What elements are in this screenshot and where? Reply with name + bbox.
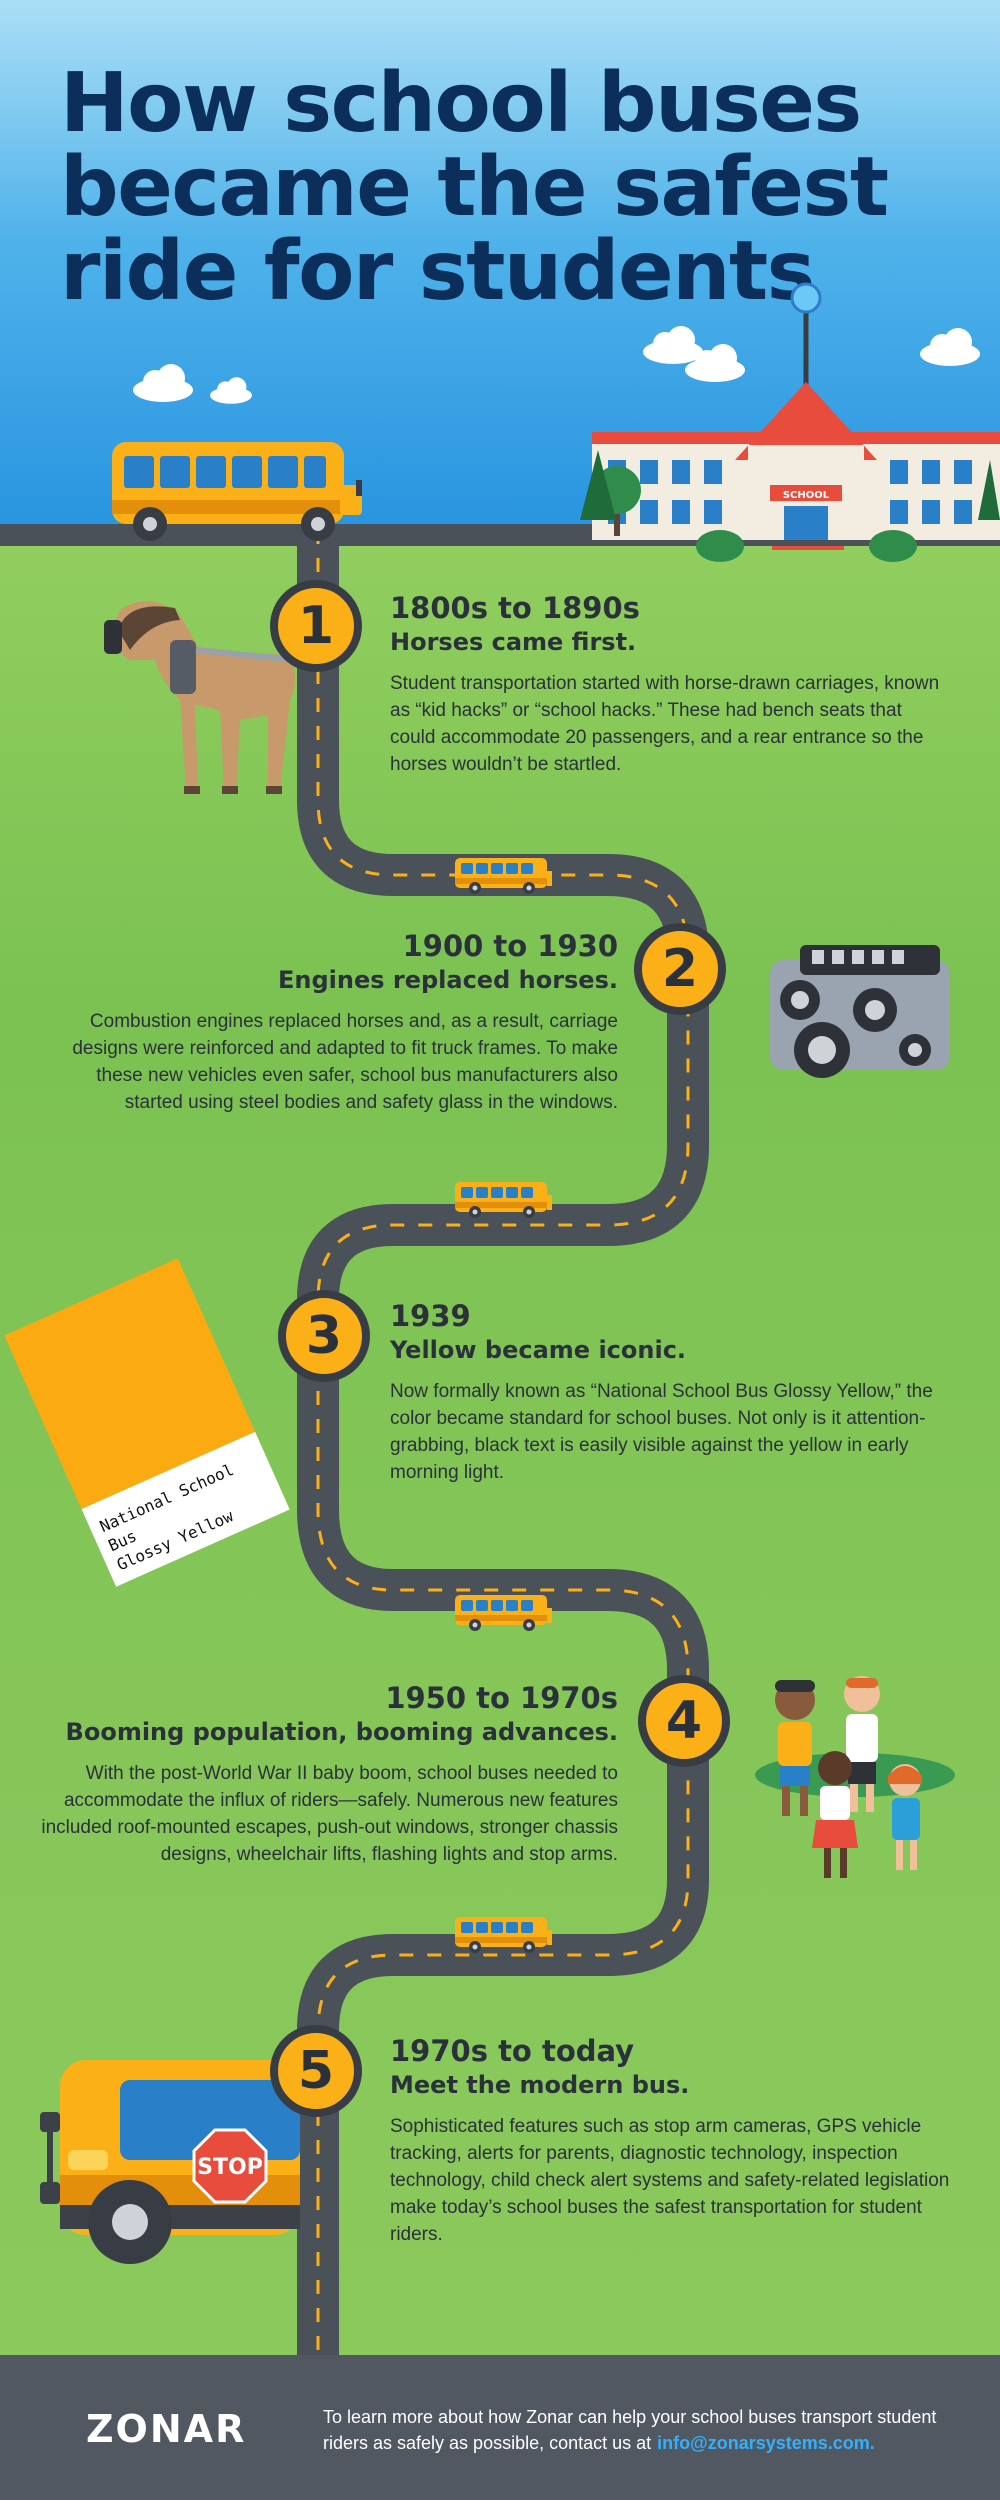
step-5-badge: 5: [270, 2025, 362, 2117]
zonar-logo-icon[interactable]: ZONAR: [86, 2407, 246, 2451]
step-3-title: Yellow became iconic.: [390, 1336, 687, 1364]
top-bus-icon: [112, 442, 362, 541]
step-4-body: With the post-World War II baby boom, sc…: [41, 1763, 618, 1865]
step-1-title: Horses came first.: [390, 628, 637, 656]
step-4-title: Booming population, booming advances.: [65, 1718, 618, 1746]
step-4: 1950 to 1970s Booming population, boomin…: [40, 1680, 618, 1868]
footer-text: To learn more about how Zonar can help y…: [323, 2404, 963, 2456]
cloud-icon: [210, 377, 252, 404]
cloud-icon: [133, 364, 193, 402]
footer: [0, 2355, 1000, 2500]
cloud-icon: [643, 326, 703, 364]
headline-line-3: ride for students: [60, 224, 815, 319]
step-4-badge: 4: [638, 1675, 730, 1767]
step-3-years: 1939: [390, 1299, 471, 1333]
step-1-body: Student transportation started with hors…: [390, 673, 940, 775]
bus-icon: [455, 1595, 552, 1631]
horse-icon: [104, 601, 297, 794]
stop-sign-text: STOP: [197, 2155, 263, 2180]
step-2-title: Engines replaced horses.: [277, 966, 618, 994]
step-5-title: Meet the modern bus.: [390, 2071, 690, 2099]
headline-line-2: became the safest: [60, 140, 889, 235]
step-2-badge: 2: [634, 923, 726, 1015]
headline: How school buses became the safest ride …: [60, 62, 920, 314]
step-1-years: 1800s to 1890s: [390, 591, 640, 625]
tree-icon: [580, 450, 1000, 562]
school-sign: SCHOOL: [783, 490, 830, 501]
brand-name: ZONAR: [86, 2407, 247, 2451]
contact-email-link[interactable]: info@zonarsystems.com.: [657, 2433, 875, 2453]
step-2-body: Combustion engines replaced horses and, …: [72, 1011, 618, 1113]
step-5: 1970s to today Meet the modern bus. Soph…: [390, 2033, 950, 2248]
engine-icon: [770, 945, 950, 1078]
step-1: 1800s to 1890s Horses came first. Studen…: [390, 590, 950, 778]
kids-icon: [755, 1676, 955, 1878]
step-3: 1939 Yellow became iconic. Now formally …: [390, 1298, 950, 1486]
step-4-years: 1950 to 1970s: [385, 1681, 618, 1715]
headline-line-1: How school buses: [60, 56, 862, 151]
cloud-icon: [920, 328, 980, 366]
illustration-layer: SCHOOL: [0, 282, 1000, 2360]
footer-message: To learn more about how Zonar can help y…: [323, 2407, 937, 2453]
step-3-body: Now formally known as “National School B…: [390, 1381, 933, 1483]
step-5-years: 1970s to today: [390, 2034, 635, 2068]
step-1-badge: 1: [270, 580, 362, 672]
step-2-years: 1900 to 1930: [402, 929, 618, 963]
step-3-badge: 3: [278, 1290, 370, 1382]
step-2: 1900 to 1930 Engines replaced horses. Co…: [40, 928, 618, 1116]
stop-sign-icon: STOP: [192, 2128, 268, 2204]
step-5-body: Sophisticated features such as stop arm …: [390, 2116, 950, 2245]
school-building-icon: SCHOOL: [580, 282, 1000, 550]
